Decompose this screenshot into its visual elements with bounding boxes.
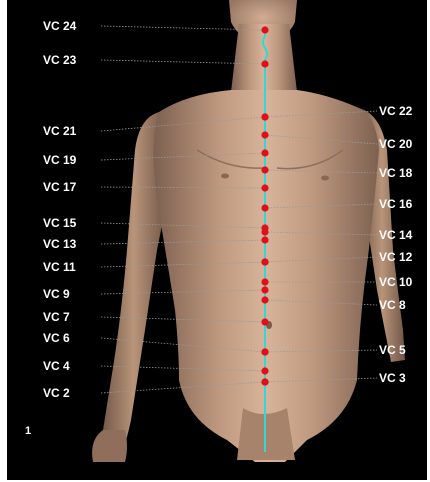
acupoint-vc9 <box>261 286 268 293</box>
label-vc5: VC 5 <box>379 343 406 357</box>
acupoint-vc8 <box>261 296 268 303</box>
label-vc9: VC 9 <box>43 287 70 301</box>
diagram-canvas: VC 24VC 23VC 21VC 19VC 17VC 15VC 13VC 11… <box>7 0 427 480</box>
label-vc13: VC 13 <box>43 237 77 251</box>
label-vc15: VC 15 <box>43 216 77 230</box>
acupoint-vc5 <box>261 348 268 355</box>
acupoint-vc3 <box>261 378 268 385</box>
acupoint-vc16 <box>261 204 268 211</box>
label-vc18: VC 18 <box>379 166 413 180</box>
label-vc2: VC 2 <box>43 386 70 400</box>
human-torso-figure <box>92 0 405 462</box>
acupoint-vc12 <box>261 258 268 265</box>
acupoint-vc14 <box>261 228 268 235</box>
acupoint-vc23 <box>261 60 268 67</box>
acupoint-vc22 <box>261 113 268 120</box>
label-vc4: VC 4 <box>43 359 70 373</box>
label-vc8: VC 8 <box>379 298 406 312</box>
acupoint-vc10 <box>261 278 268 285</box>
label-vc14: VC 14 <box>379 228 413 242</box>
label-vc3: VC 3 <box>379 371 406 385</box>
acupoint-vc19 <box>261 149 268 156</box>
label-vc24: VC 24 <box>43 19 77 33</box>
label-vc6: VC 6 <box>43 331 70 345</box>
label-vc23: VC 23 <box>43 53 77 67</box>
label-vc11: VC 11 <box>43 260 76 274</box>
acupoint-vc4 <box>261 367 268 374</box>
diagram-frame: VC 24VC 23VC 21VC 19VC 17VC 15VC 13VC 11… <box>7 0 427 480</box>
label-vc16: VC 16 <box>379 197 413 211</box>
label-vc12: VC 12 <box>379 250 413 264</box>
label-vc21: VC 21 <box>43 124 77 138</box>
label-vc22: VC 22 <box>379 104 413 118</box>
acupoint-vc7 <box>261 318 268 325</box>
acupoint-vc17 <box>261 184 268 191</box>
label-vc17: VC 17 <box>43 180 77 194</box>
label-vc7: VC 7 <box>43 310 70 324</box>
acupoint-vc20 <box>261 131 268 138</box>
label-vc10: VC 10 <box>379 275 413 289</box>
figure-number: 1 <box>25 425 31 437</box>
label-vc20: VC 20 <box>379 137 413 151</box>
acupoint-vc24 <box>261 26 268 33</box>
label-vc19: VC 19 <box>43 153 77 167</box>
acupoint-vc18 <box>261 166 268 173</box>
acupoint-vc13 <box>261 236 268 243</box>
